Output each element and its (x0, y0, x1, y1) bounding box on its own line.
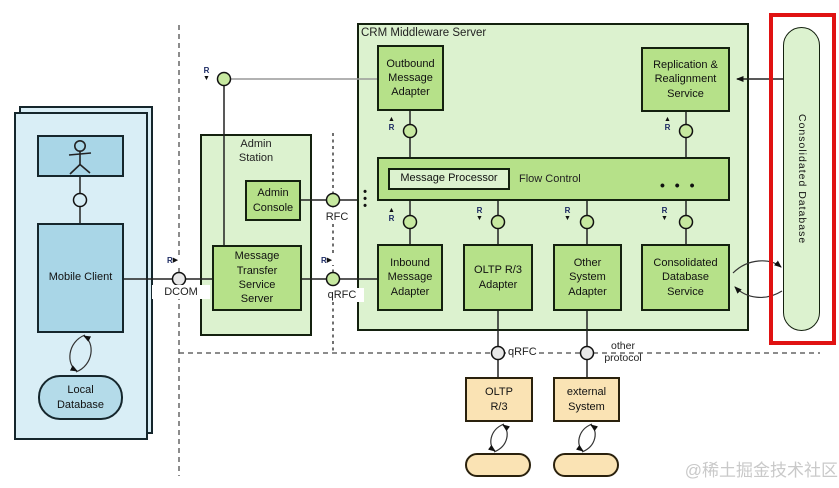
oltp-adapter-label: OLTP R/3 Adapter (474, 264, 522, 291)
message-processor-label: Message Processor (400, 172, 498, 185)
inbound-adapter-label: Inbound Message Adapter (387, 257, 433, 298)
r-marker: R ▶ (165, 256, 181, 265)
more-connections-ellipsis: • • • (660, 177, 698, 193)
inbound-message-adapter-box: Inbound Message Adapter (377, 244, 443, 311)
interface-circle (325, 192, 341, 208)
other-adapter-label: Other System Adapter (568, 257, 607, 298)
arrow-up-icon: ▲ (664, 116, 671, 123)
r-marker: ▲ R (388, 116, 395, 132)
r-label: R (321, 256, 327, 265)
outbound-adapter-label: Outbound Message Adapter (386, 57, 435, 99)
replication-realignment-service-box: Replication & Realignment Service (641, 47, 730, 112)
external-database-node (553, 453, 619, 477)
arrow-down-icon: ▼ (661, 215, 668, 222)
arrow-right-icon: ▶ (326, 257, 333, 264)
r-marker: R ▼ (203, 67, 210, 83)
arrow-right-icon: ▶ (172, 257, 179, 264)
interface-circle (72, 192, 88, 208)
r-marker: R ▼ (476, 207, 483, 223)
highlight-annotation-box (769, 13, 836, 345)
interface-circle (216, 71, 232, 87)
interface-circle (171, 271, 187, 287)
crm-server-title: CRM Middleware Server (361, 27, 487, 39)
oltp-database-node (465, 453, 531, 477)
local-database-label: Local Database (56, 384, 105, 411)
admin-console-box: Admin Console (245, 180, 301, 221)
watermark-text: @稀土掘金技术社区 (684, 461, 838, 480)
qrfc-bottom-protocol-label: qRFC (506, 346, 539, 358)
r-marker: ▲ R (664, 116, 671, 132)
arrow-up-icon: ▲ (388, 207, 395, 214)
external-system-label: external System (566, 386, 607, 413)
qrfc-protocol-label: qRFC (320, 288, 364, 303)
arrow-down-icon: ▼ (476, 215, 483, 222)
cds-service-label: Consolidated Database Service (653, 257, 718, 298)
interface-circle (402, 123, 418, 139)
sync-arrows (69, 260, 783, 453)
r-label: R (167, 256, 173, 265)
local-database-node: Local Database (38, 375, 123, 420)
flow-control-box (377, 157, 730, 201)
replication-service-label: Replication & Realignment Service (653, 59, 718, 100)
message-transfer-service-server-box: Message Transfer Service Server (212, 245, 302, 311)
interface-circle (579, 214, 595, 230)
oltp-system-label: OLTP R/3 (485, 386, 513, 413)
interface-circle (579, 345, 595, 361)
admin-console-label: Admin Console (252, 187, 294, 214)
r-label: R (564, 206, 571, 215)
actor-box (37, 135, 124, 177)
interface-circle (402, 214, 418, 230)
r-label: R (203, 66, 210, 75)
external-system-box: external System (553, 377, 620, 422)
oltp-r3-system-box: OLTP R/3 (465, 377, 533, 422)
other-system-adapter-box: Other System Adapter (553, 244, 622, 311)
interface-circle (678, 123, 694, 139)
arrow-up-icon: ▲ (388, 116, 395, 123)
consolidated-database-service-box: Consolidated Database Service (641, 244, 730, 311)
interface-circle (678, 214, 694, 230)
r-label: R (388, 123, 395, 132)
more-rfc-ellipsis: • • • (363, 186, 367, 212)
other-protocol-label: other protocol (604, 340, 642, 365)
mobile-client-label: Mobile Client (48, 271, 113, 284)
dashed-boundaries (178, 25, 820, 476)
interface-circle (325, 271, 341, 287)
r-label: R (476, 206, 483, 215)
admin-station-label: Admin Station (238, 138, 274, 165)
mobile-client-box: Mobile Client (37, 223, 124, 333)
mts-server-label: Message Transfer Service Server (234, 250, 280, 306)
rfc-protocol-label: RFC (320, 210, 354, 225)
interface-circle (490, 214, 506, 230)
r-marker: R ▼ (564, 207, 571, 223)
actor-icon (68, 140, 92, 175)
oltp-r3-adapter-box: OLTP R/3 Adapter (463, 244, 533, 311)
flow-control-label: Flow Control (519, 173, 581, 185)
arrow-down-icon: ▼ (203, 75, 210, 82)
message-processor-box: Message Processor (388, 168, 510, 190)
outbound-message-adapter-box: Outbound Message Adapter (377, 45, 444, 111)
interface-circle (490, 345, 506, 361)
dcom-protocol-label: DCOM (152, 285, 210, 300)
r-label: R (388, 214, 395, 223)
consolidated-database-node: Consolidated Database (783, 27, 820, 331)
r-marker: ▲ R (388, 207, 395, 223)
r-label: R (661, 206, 668, 215)
r-marker: R ▼ (661, 207, 668, 223)
r-label: R (664, 123, 671, 132)
interface-circles (72, 71, 694, 361)
arrow-down-icon: ▼ (564, 215, 571, 222)
consolidated-database-label: Consolidated Database (795, 113, 808, 245)
r-marker: R ▶ (319, 256, 335, 265)
